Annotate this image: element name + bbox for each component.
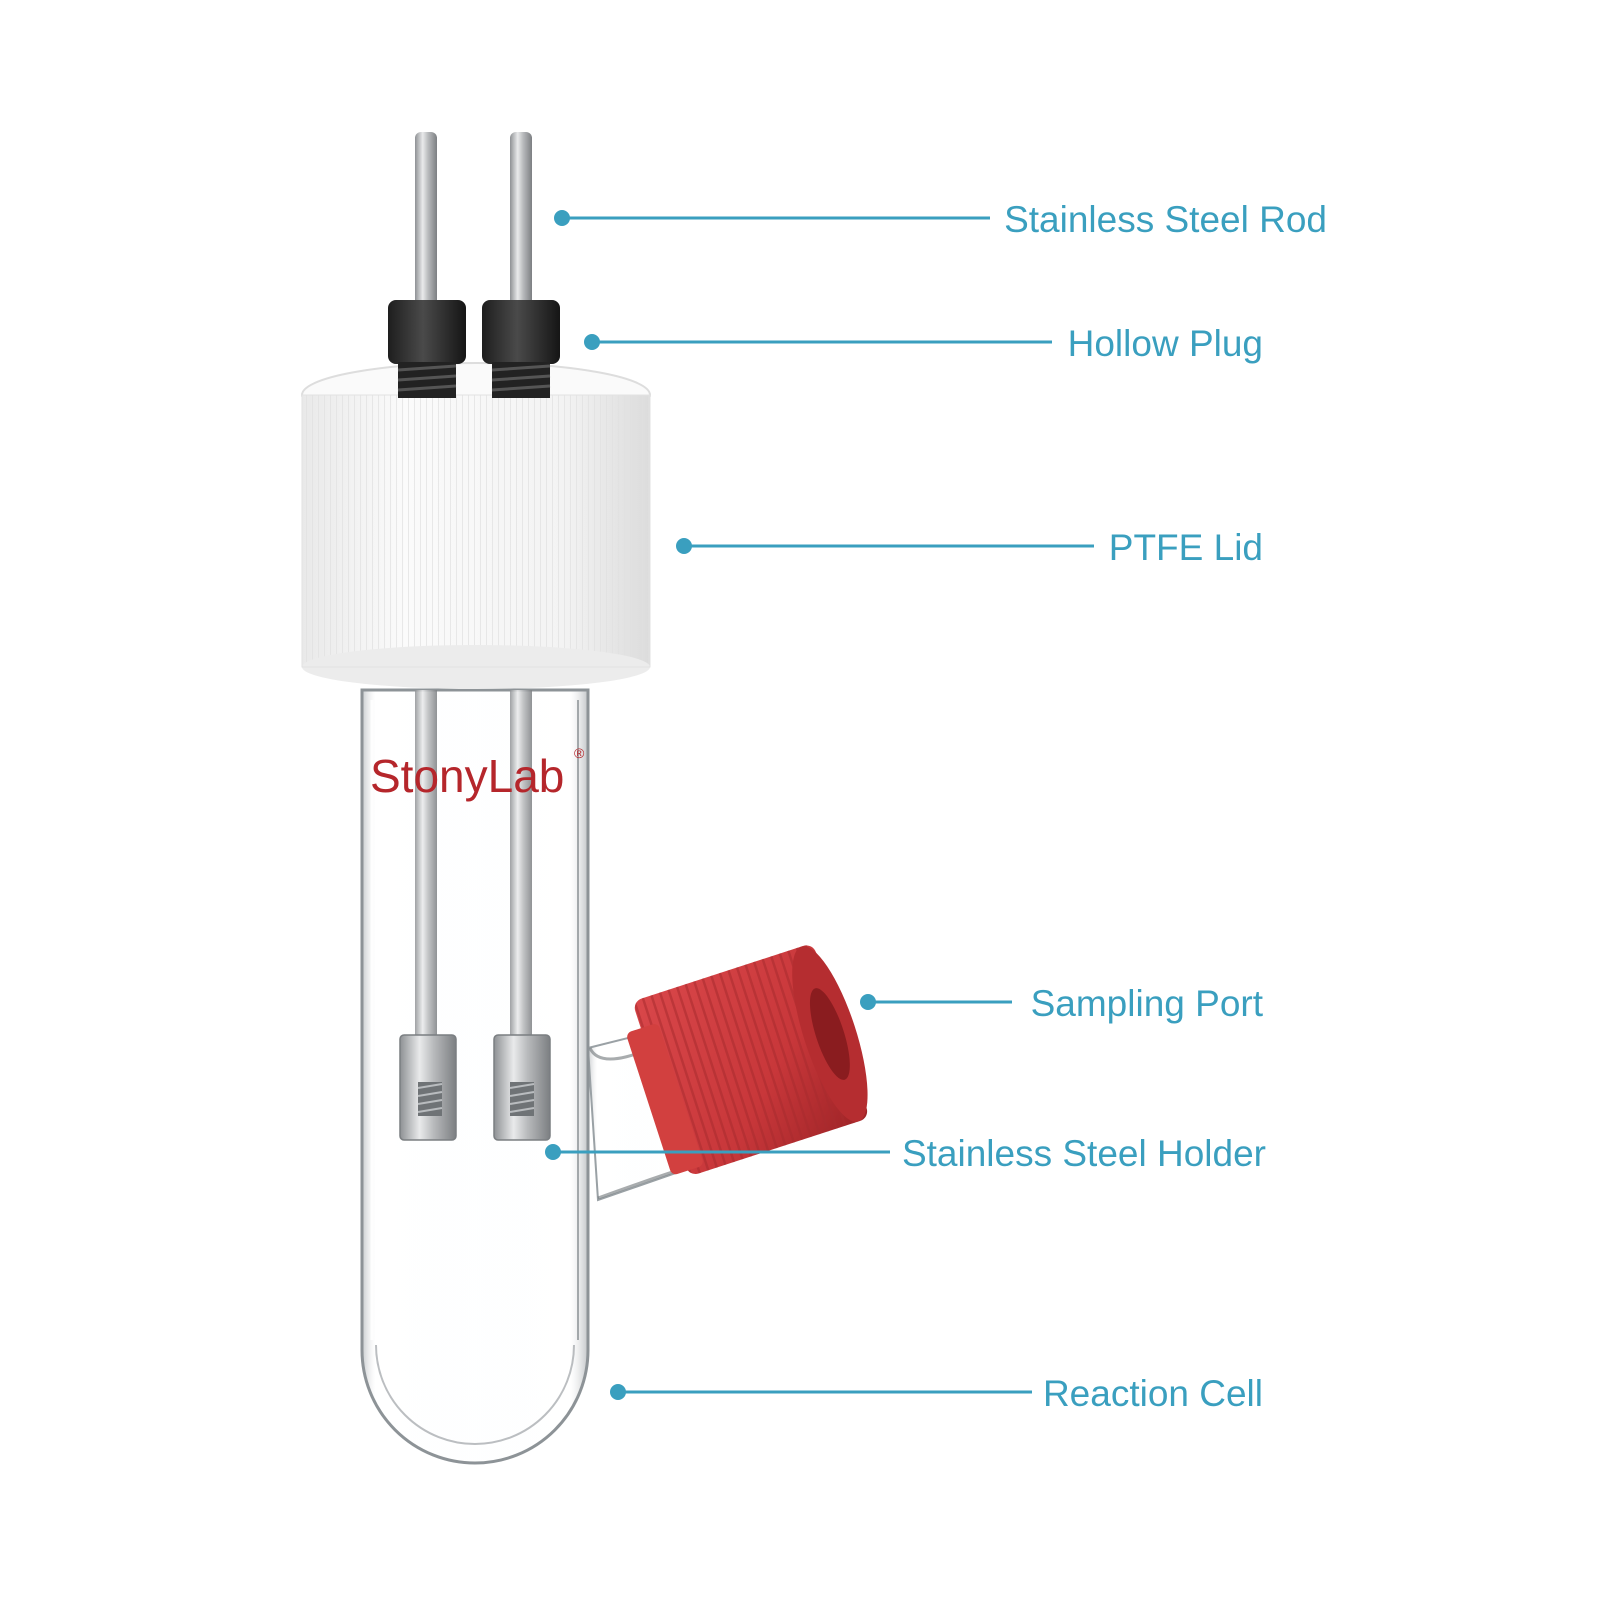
stainless-steel-holders	[399, 1034, 551, 1141]
callout-label: Sampling Port	[1031, 983, 1264, 1024]
callout-reaction-cell: Reaction Cell	[610, 1373, 1263, 1414]
callout-label: Hollow Plug	[1068, 323, 1263, 364]
callout-stainless-steel-holder: Stainless Steel Holder	[545, 1133, 1266, 1174]
callout-label: PTFE Lid	[1109, 527, 1263, 568]
sampling-port	[627, 945, 868, 1175]
hollow-plug-left	[388, 300, 466, 398]
callout-ptfe-lid: PTFE Lid	[676, 527, 1263, 568]
brand-registered-mark: ®	[574, 745, 585, 761]
stainless-steel-rods	[415, 132, 532, 1050]
callout-stainless-steel-rod: Stainless Steel Rod	[554, 199, 1327, 240]
glass-tube	[360, 688, 590, 1465]
steel-rod-left	[415, 132, 437, 312]
steel-rod-right	[510, 132, 532, 312]
ptfe-lid	[301, 362, 651, 689]
callout-sampling-port: Sampling Port	[860, 983, 1264, 1024]
brand-logo: StonyLab	[370, 750, 564, 802]
callout-hollow-plug: Hollow Plug	[584, 323, 1263, 364]
hollow-plugs	[388, 300, 560, 398]
hollow-plug-right	[482, 300, 560, 398]
callout-label: Stainless Steel Rod	[1004, 199, 1327, 240]
callout-label: Stainless Steel Holder	[902, 1133, 1266, 1174]
callout-label: Reaction Cell	[1043, 1373, 1263, 1414]
